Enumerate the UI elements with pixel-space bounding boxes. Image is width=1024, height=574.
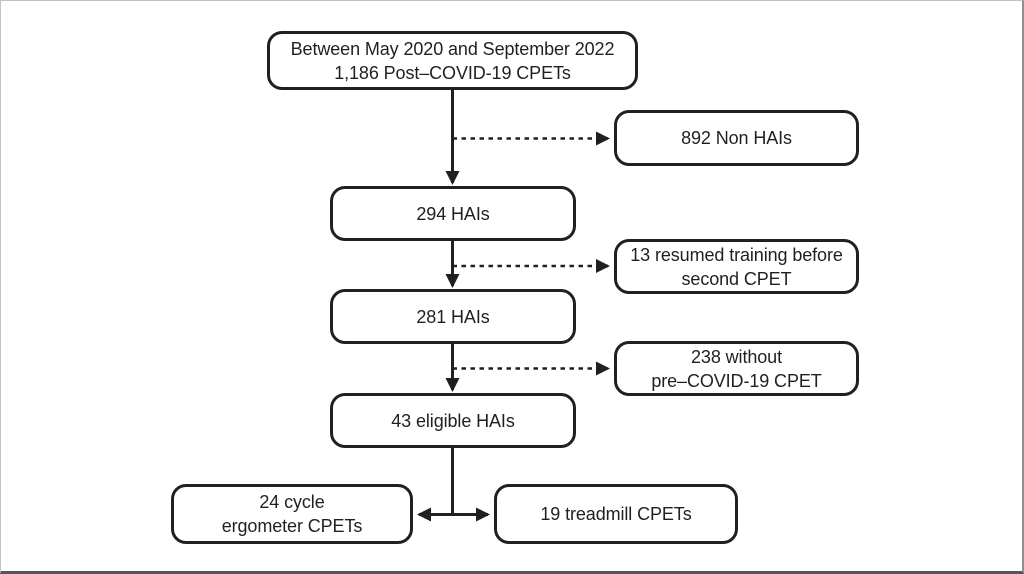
node-43-eligible-label: 43 eligible HAIs bbox=[391, 410, 515, 431]
node-19-treadmill: 19 treadmill CPETs bbox=[494, 484, 738, 544]
node-non-hais: 892 Non HAIs bbox=[614, 110, 859, 166]
node-281-hais-label: 281 HAIs bbox=[416, 306, 490, 327]
node-19-treadmill-label: 19 treadmill CPETs bbox=[540, 504, 692, 524]
node-24-cycle: 24 cycle ergometer CPETs bbox=[171, 484, 413, 544]
node-start: Between May 2020 and September 2022 1,18… bbox=[267, 31, 638, 90]
node-238-without-line-2: pre–COVID-19 CPET bbox=[651, 370, 822, 391]
node-13-resumed-line-1: 13 resumed training before bbox=[630, 244, 843, 265]
node-24-cycle-line-2: ergometer CPETs bbox=[221, 516, 363, 536]
node-238-without: 238 without pre–COVID-19 CPET bbox=[614, 341, 859, 396]
node-start-line-1: Between May 2020 and September 2022 bbox=[290, 38, 615, 59]
node-13-resumed-line-2: second CPET bbox=[681, 268, 792, 289]
node-24-cycle-line-1: 24 cycle bbox=[259, 492, 325, 512]
node-294-hais-label: 294 HAIs bbox=[416, 203, 490, 224]
node-13-resumed: 13 resumed training before second CPET bbox=[614, 239, 859, 294]
node-43-eligible: 43 eligible HAIs bbox=[330, 393, 576, 448]
node-281-hais: 281 HAIs bbox=[330, 289, 576, 344]
node-non-hais-label: 892 Non HAIs bbox=[681, 128, 792, 148]
node-238-without-line-1: 238 without bbox=[691, 346, 782, 367]
node-start-line-2: 1,186 Post–COVID-19 CPETs bbox=[334, 62, 571, 83]
node-294-hais: 294 HAIs bbox=[330, 186, 576, 241]
